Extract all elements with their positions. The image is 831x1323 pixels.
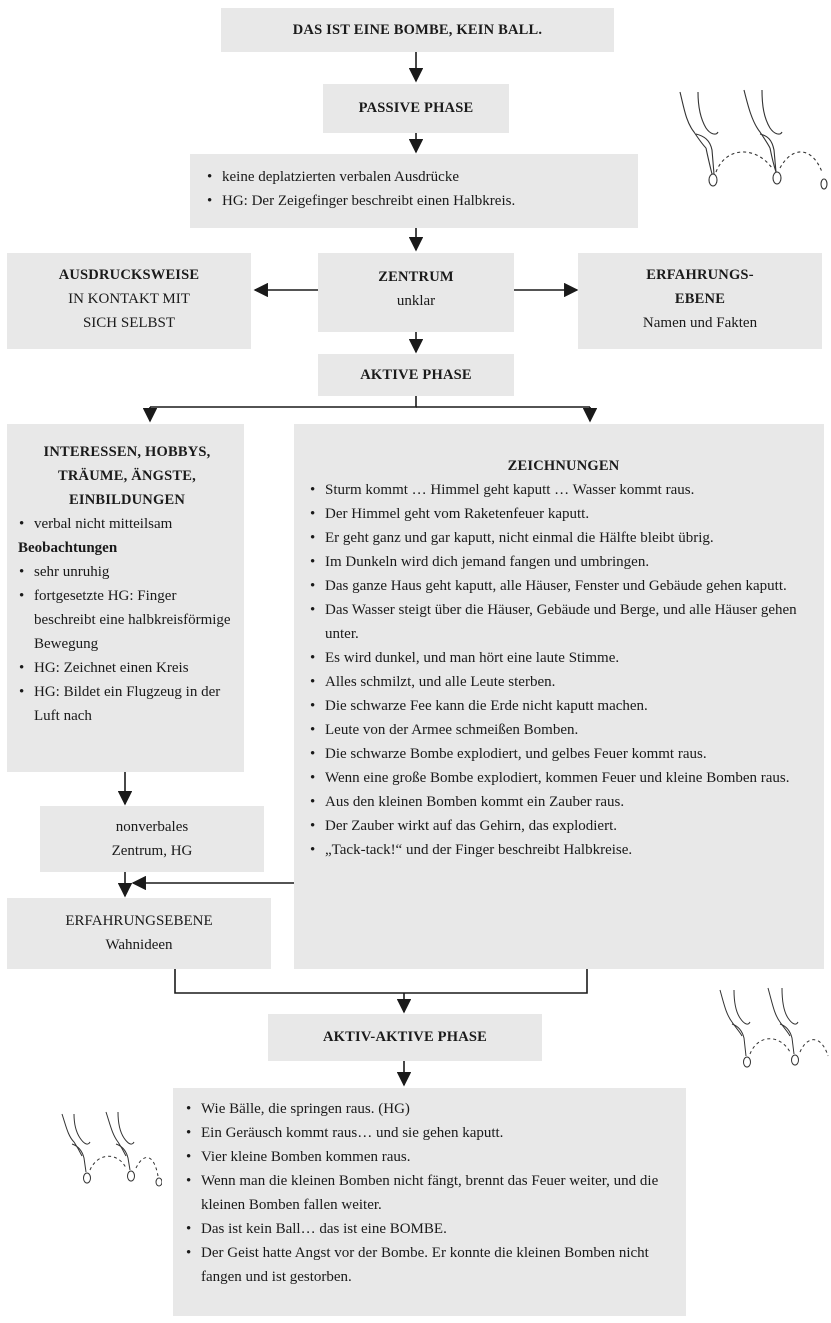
list-item: Die schwarze Bombe explodiert, und gelbe… — [309, 742, 818, 766]
list-item: Vier kleine Bomben kommen raus. — [185, 1145, 676, 1169]
list-item: Er geht ganz und gar kaputt, nicht einma… — [309, 526, 818, 550]
aktiv-items-list: Wie Bälle, die springen raus. (HG) Ein G… — [185, 1097, 676, 1289]
list-item: verbal nicht mitteilsam — [18, 512, 236, 536]
split-line — [150, 396, 417, 408]
erfahrungsebene-top-value: Namen und Fakten — [642, 315, 758, 331]
passive-items-list: keine deplatzierten verbalen Ausdrücke H… — [206, 165, 638, 213]
interessen-title-line2: TRÄUME, ÄNGSTE, — [58, 468, 196, 484]
ausdrucksweise-line2: SICH SELBST — [82, 315, 176, 331]
title-text: DAS IST EINE BOMBE, KEIN BALL. — [292, 22, 543, 38]
title-box: DAS IST EINE BOMBE, KEIN BALL. — [221, 8, 614, 52]
list-item: Der Geist hatte Angst vor der Bombe. Er … — [185, 1241, 676, 1289]
erfahrungsebene-top-box: ERFAHRUNGS- EBENE Namen und Fakten — [578, 253, 822, 349]
list-item: Das Wasser steigt über die Häuser, Gebäu… — [309, 598, 818, 646]
aktiv-aktive-phase-box: AKTIV-AKTIVE PHASE — [268, 1014, 542, 1061]
aktiv-aktive-phase-label: AKTIV-AKTIVE PHASE — [322, 1029, 488, 1045]
list-item: Alles schmilzt, und alle Leute sterben. — [309, 670, 818, 694]
zeichnungen-title: ZEICHNUNGEN — [507, 458, 620, 474]
interessen-title-line3: EINBILDUNGEN — [68, 492, 185, 508]
nonverbal-line1: nonverbales — [115, 819, 189, 835]
list-item: Wenn man die kleinen Bomben nicht fängt,… — [185, 1169, 676, 1217]
beobachtungen-heading: Beobachtungen — [18, 540, 118, 556]
list-item: fortgesetzte HG: Finger beschreibt eine … — [18, 584, 236, 656]
passive-phase-label: PASSIVE PHASE — [358, 100, 474, 116]
hand-gesture-illustration-middle — [719, 987, 829, 1068]
list-item: Es wird dunkel, und man hört eine laute … — [309, 646, 818, 670]
list-item: Das ist kein Ball… das ist eine BOMBE. — [185, 1217, 676, 1241]
aktive-phase-label: AKTIVE PHASE — [360, 367, 472, 383]
aktiv-items-box: Wie Bälle, die springen raus. (HG) Ein G… — [173, 1088, 686, 1316]
list-item: keine deplatzierten verbalen Ausdrücke — [206, 165, 638, 189]
zeichnungen-box: ZEICHNUNGEN Sturm kommt … Himmel geht ka… — [294, 424, 824, 969]
interessen-title-line1: INTERESSEN, HOBBYS, — [43, 444, 211, 460]
list-item: HG: Der Zeigefinger beschreibt einen Hal… — [206, 189, 638, 213]
list-item: Wenn eine große Bombe explodiert, kommen… — [309, 766, 818, 790]
list-item: Das ganze Haus geht kaputt, alle Häuser,… — [309, 574, 818, 598]
interessen-title: INTERESSEN, HOBBYS, TRÄUME, ÄNGSTE, EINB… — [18, 440, 236, 512]
erfahrungsebene-bottom-box: ERFAHRUNGSEBENE Wahnideen — [7, 898, 271, 969]
ausdrucksweise-line1: IN KONTAKT MIT — [68, 291, 190, 307]
list-item: Sturm kommt … Himmel geht kaputt … Wasse… — [309, 478, 818, 502]
zentrum-title: ZENTRUM — [378, 269, 454, 285]
ausdrucksweise-box: AUSDRUCKSWEISE IN KONTAKT MIT SICH SELBS… — [7, 253, 251, 349]
passive-phase-box: PASSIVE PHASE — [323, 84, 509, 133]
list-item: Im Dunkeln wird dich jemand fangen und u… — [309, 550, 818, 574]
zentrum-value: unklar — [396, 293, 436, 309]
zeichnungen-list: Sturm kommt … Himmel geht kaputt … Wasse… — [309, 478, 818, 862]
erfahrungsebene-bottom-title: ERFAHRUNGSEBENE — [65, 913, 213, 929]
list-item: Der Zauber wirkt auf das Gehirn, das exp… — [309, 814, 818, 838]
interessen-box: INTERESSEN, HOBBYS, TRÄUME, ÄNGSTE, EINB… — [7, 424, 244, 772]
list-item: HG: Zeichnet einen Kreis — [18, 656, 236, 680]
nonverbal-line2: Zentrum, HG — [111, 843, 193, 859]
hand-gesture-illustration-bottom — [61, 1111, 162, 1187]
erfahrungsebene-top-title2: EBENE — [674, 291, 726, 307]
erfahrungsebene-top-title1: ERFAHRUNGS- — [646, 267, 754, 283]
zentrum-box: ZENTRUM unklar — [318, 253, 514, 332]
list-item: Die schwarze Fee kann die Erde nicht kap… — [309, 694, 818, 718]
merge-line — [174, 969, 588, 994]
interessen-list-1: verbal nicht mitteilsam — [18, 512, 236, 536]
list-item: Wie Bälle, die springen raus. (HG) — [185, 1097, 676, 1121]
list-item: HG: Bildet ein Flugzeug in der Luft nach — [18, 680, 236, 728]
list-item: Aus den kleinen Bomben kommt ein Zauber … — [309, 790, 818, 814]
ausdrucksweise-title: AUSDRUCKSWEISE — [58, 267, 200, 283]
list-item: „Tack-tack!“ und der Finger beschreibt H… — [309, 838, 818, 862]
erfahrungsebene-bottom-value: Wahnideen — [105, 937, 173, 953]
list-item: sehr unruhig — [18, 560, 236, 584]
nonverbal-box: nonverbales Zentrum, HG — [40, 806, 264, 872]
interessen-list-2: sehr unruhig fortgesetzte HG: Finger bes… — [18, 560, 236, 728]
aktive-phase-box: AKTIVE PHASE — [318, 354, 514, 396]
list-item: Leute von der Armee schmeißen Bomben. — [309, 718, 818, 742]
passive-items-box: keine deplatzierten verbalen Ausdrücke H… — [190, 154, 638, 228]
list-item: Der Himmel geht vom Raketenfeuer kaputt. — [309, 502, 818, 526]
list-item: Ein Geräusch kommt raus… und sie gehen k… — [185, 1121, 676, 1145]
hand-gesture-illustration-top — [679, 89, 828, 190]
